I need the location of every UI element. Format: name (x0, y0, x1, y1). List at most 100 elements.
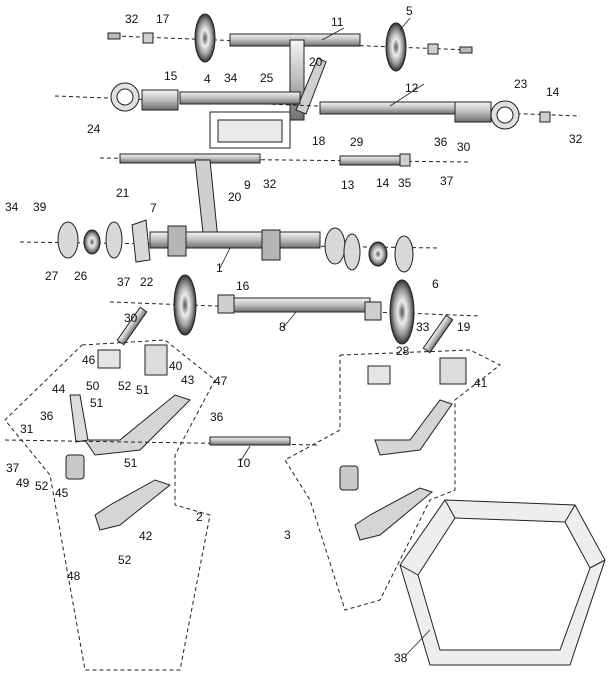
shaft-4 (179, 91, 301, 105)
callout-42: 42 (139, 529, 153, 543)
bolt-top-right (459, 46, 473, 54)
assembly-3-boundary (284, 349, 501, 611)
wheel-6 (389, 279, 415, 345)
callout-22: 22 (140, 275, 154, 289)
callout-34-b: 34 (5, 200, 19, 214)
callout-6: 6 (432, 277, 439, 291)
bracket-44 (69, 394, 89, 443)
callout-40: 40 (169, 359, 183, 373)
callout-32-c: 32 (569, 132, 583, 146)
spring-24-core (116, 88, 134, 106)
bushing-17-right (427, 43, 439, 55)
arm-20-lower (194, 159, 219, 243)
skid-42 (94, 479, 172, 531)
skid-43 (84, 394, 191, 456)
callout-10: 10 (237, 456, 251, 470)
callout-33: 33 (416, 320, 430, 334)
main-axle-group (19, 219, 441, 273)
bushing-8-right (364, 301, 382, 321)
bolt-32-top (107, 32, 121, 40)
bushing-14-right (539, 111, 551, 123)
callout-36: 36 (434, 135, 448, 149)
callout-16: 16 (236, 279, 250, 293)
roller-right (339, 465, 359, 491)
callout-36-b: 36 (40, 409, 54, 423)
callout-38: 38 (394, 651, 408, 665)
bushing-16 (217, 294, 235, 314)
roller-45 (65, 454, 85, 480)
skid-right-upper (374, 399, 453, 456)
plate-21-right (105, 221, 123, 259)
wheel-5-left (194, 13, 216, 63)
callout-4: 4 (204, 72, 211, 86)
plate-46 (97, 349, 121, 369)
callout-14: 14 (376, 176, 390, 190)
callout-1: 1 (216, 261, 223, 275)
bracket-7 (131, 219, 151, 263)
roller-23-side (454, 101, 492, 123)
callout-8: 8 (279, 320, 286, 334)
callout-21: 21 (116, 186, 130, 200)
bushing-14 (399, 153, 411, 167)
bracket-40 (144, 344, 168, 376)
callout-27: 27 (45, 269, 59, 283)
callout-15: 15 (164, 69, 178, 83)
plate-right-2 (343, 233, 361, 271)
callout-20: 20 (309, 55, 323, 69)
callout-19: 19 (457, 320, 471, 334)
callout-43: 43 (181, 373, 195, 387)
arm-20-upper (295, 57, 327, 115)
wheel-6-left (173, 274, 197, 336)
callout-28: 28 (396, 344, 410, 358)
callout-31: 31 (20, 422, 34, 436)
callout-20-b: 20 (228, 190, 242, 204)
hub-right (261, 229, 281, 261)
callout-37-b: 37 (117, 275, 131, 289)
callout-44: 44 (52, 382, 66, 396)
callout-25: 25 (260, 71, 274, 85)
plate-right-1 (324, 227, 346, 265)
callout-23: 23 (514, 77, 528, 91)
callout-52: 52 (118, 379, 132, 393)
callout-12: 12 (405, 81, 419, 95)
bearing-26 (83, 229, 101, 255)
wheel-5-right (385, 22, 407, 72)
upper-frame-group (54, 13, 581, 243)
callout-11: 11 (331, 15, 344, 29)
shaft-8 (229, 297, 371, 313)
callout-52-b: 52 (35, 479, 49, 493)
bracket-25 (209, 111, 291, 149)
plate-right-3 (394, 235, 414, 273)
callout-18: 18 (312, 134, 326, 148)
spring-23-core (496, 106, 514, 124)
leader-lines (219, 17, 431, 656)
callout-3: 3 (284, 528, 291, 542)
callout-29: 29 (350, 135, 364, 149)
shaft-10 (209, 436, 291, 446)
assembly-3 (284, 349, 501, 611)
callout-9: 9 (244, 178, 251, 192)
callout-51: 51 (136, 383, 150, 397)
callout-50: 50 (86, 379, 100, 393)
callout-7: 7 (150, 201, 157, 215)
callout-39: 39 (33, 200, 47, 214)
callout-52-c: 52 (118, 553, 132, 567)
callout-34: 34 (224, 71, 238, 85)
track-38 (399, 499, 606, 666)
callout-32-b: 32 (263, 177, 277, 191)
callout-47: 47 (214, 374, 228, 388)
callout-14-b: 14 (546, 85, 560, 99)
bracket-41 (439, 357, 467, 385)
callout-26: 26 (74, 269, 88, 283)
shaft-13 (339, 155, 401, 166)
callout-35: 35 (398, 176, 412, 190)
assembly-2-boundary (4, 339, 216, 671)
callout-45: 45 (55, 486, 69, 500)
callout-30: 30 (457, 140, 471, 154)
callout-17: 17 (156, 12, 170, 26)
plate-21-left (57, 221, 79, 259)
callout-48: 48 (67, 569, 81, 583)
callout-30-b: 30 (124, 311, 138, 325)
shaft-12 (319, 101, 461, 115)
